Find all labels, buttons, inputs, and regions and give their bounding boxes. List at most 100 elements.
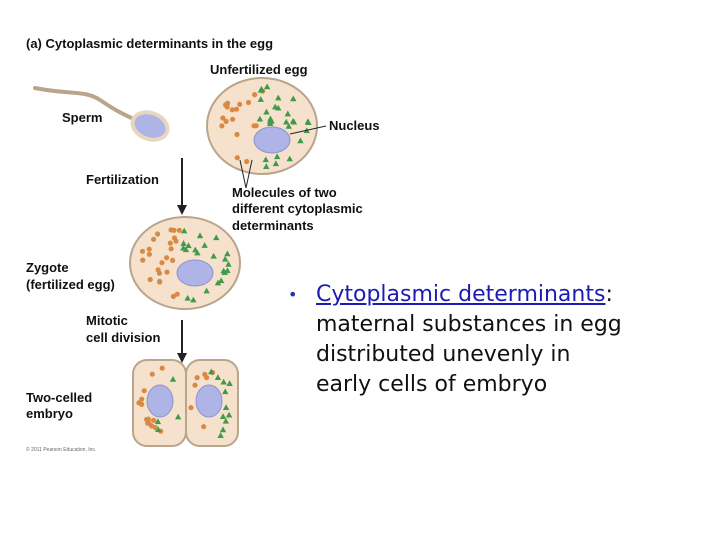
determinant-dot — [157, 278, 163, 284]
determinant-triangle — [219, 413, 227, 420]
sperm-head — [130, 110, 170, 142]
determinant-triangle — [180, 227, 188, 234]
determinant-dot — [147, 276, 153, 283]
determinant-triangle — [224, 250, 231, 257]
determinant-triangle — [268, 117, 275, 124]
determinant-dot — [225, 100, 231, 106]
cytoplasmic-determinants — [136, 365, 233, 439]
determinant-dot — [149, 371, 155, 377]
determinant-dot — [244, 158, 250, 165]
determinant-triangle — [194, 249, 201, 256]
determinant-triangle — [203, 287, 210, 294]
determinant-triangle — [283, 118, 290, 125]
zygote — [129, 216, 241, 310]
determinant-dot — [233, 106, 240, 112]
nucleus-leader — [289, 125, 327, 135]
determinant-triangle — [210, 252, 217, 259]
determinant-dot — [234, 131, 240, 138]
determinant-triangle — [263, 163, 270, 170]
determinant-triangle — [290, 95, 297, 102]
determinant-dot — [229, 107, 235, 113]
determinant-dot — [164, 255, 170, 261]
determinant-triangle — [225, 260, 232, 267]
determinant-triangle — [226, 380, 233, 386]
determinant-dot — [141, 388, 147, 394]
cytoplasmic-determinants — [139, 227, 232, 303]
determinant-triangle — [169, 375, 177, 382]
bullet-line-3: distributed unevenly in — [316, 342, 571, 367]
bullet-marker: • — [288, 285, 298, 304]
determinant-triangle — [190, 296, 197, 303]
label-molecules-2: different cytoplasmic — [232, 201, 363, 216]
determinant-triangle — [217, 277, 225, 284]
determinant-dot — [146, 246, 152, 252]
zygote-nucleus — [176, 259, 214, 287]
determinant-triangle — [284, 110, 292, 117]
determinant-triangle — [262, 156, 269, 163]
label-two-celled-1: Two-celled — [26, 390, 93, 405]
determinant-dot — [230, 116, 236, 122]
determinant-dot — [168, 246, 174, 252]
label-zygote-2: (fertilized egg) — [26, 277, 115, 292]
determinant-dot — [155, 231, 161, 237]
copyright-notice: © 2011 Pearson Education, Inc. — [26, 447, 97, 453]
embryo-nucleus-right — [195, 384, 223, 418]
determinant-triangle — [196, 232, 204, 239]
determinant-dot — [152, 425, 158, 431]
determinant-dot — [176, 227, 182, 233]
label-molecules-1: Molecules of two — [232, 185, 337, 200]
egg-membrane — [206, 77, 318, 175]
bullet-line-4: early cells of embryo — [316, 372, 548, 397]
label-mitotic-2: cell division — [86, 330, 161, 345]
determinant-triangle — [155, 426, 162, 432]
determinant-dot — [219, 123, 225, 129]
determinant-dot — [173, 238, 179, 244]
determinant-triangle — [256, 115, 264, 122]
determinant-dot — [170, 293, 176, 299]
determinant-dot — [220, 115, 226, 121]
determinant-triangle — [217, 432, 224, 439]
term-colon: : — [605, 282, 613, 307]
determinant-dot — [234, 155, 240, 161]
determinant-triangle — [222, 404, 230, 410]
determinant-triangle — [297, 137, 304, 144]
determinant-dot — [146, 251, 152, 257]
determinant-triangle — [180, 240, 187, 246]
determinant-dot — [155, 267, 161, 273]
determinant-triangle — [201, 242, 208, 248]
two-celled-embryo — [132, 359, 239, 447]
label-unfertilized-egg: Unfertilized egg — [210, 62, 308, 77]
determinant-dot — [201, 424, 207, 430]
determinant-dot — [202, 371, 208, 377]
bullet-line-2: maternal substances in egg — [316, 312, 622, 337]
molecules-leader-b — [245, 159, 253, 189]
determinant-dot — [251, 123, 257, 129]
determinant-triangle — [263, 108, 270, 115]
term-cytoplasmic-determinants: Cytoplasmic determinants — [316, 282, 606, 307]
determinant-dot — [194, 375, 200, 381]
determinant-triangle — [220, 378, 227, 385]
unfertilized-egg — [206, 77, 318, 175]
determinant-triangle — [286, 155, 293, 162]
determinant-dot — [151, 417, 157, 423]
determinant-dot — [139, 248, 146, 254]
egg-nucleus — [253, 126, 291, 154]
determinant-dot — [139, 396, 145, 402]
determinant-triangle — [174, 413, 182, 420]
label-nucleus: Nucleus — [329, 118, 380, 133]
label-molecules-3: determinants — [232, 218, 314, 233]
determinant-triangle — [273, 153, 281, 160]
determinant-triangle — [219, 426, 227, 433]
determinant-triangle — [285, 122, 292, 129]
determinant-dot — [159, 365, 165, 371]
determinant-dot — [170, 257, 176, 263]
determinant-dot — [168, 227, 174, 233]
label-sperm: Sperm — [62, 110, 103, 125]
molecules-leader-a — [239, 159, 247, 189]
determinant-triangle — [272, 160, 280, 167]
determinant-dot — [139, 401, 145, 407]
determinant-triangle — [213, 234, 220, 241]
label-zygote-1: Zygote — [26, 260, 69, 275]
determinant-triangle — [185, 242, 192, 249]
